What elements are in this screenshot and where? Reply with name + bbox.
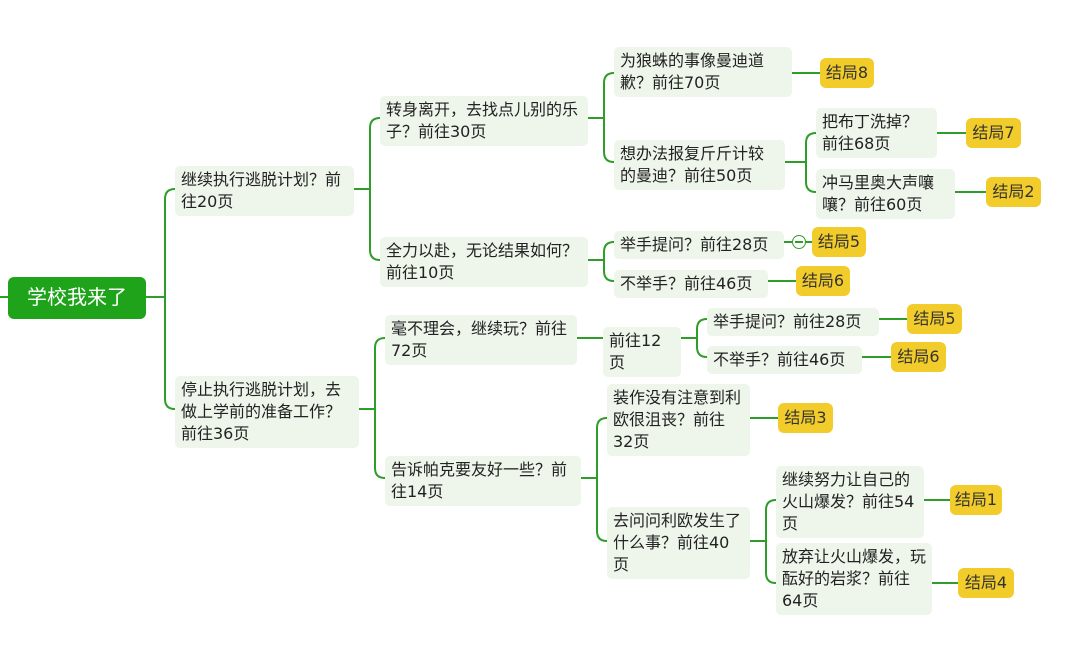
node-walk-away[interactable]: 转身离开，去找点儿别的乐子？前往30页	[380, 96, 588, 146]
node-continue-escape[interactable]: 继续执行逃脱计划？前往20页	[175, 166, 354, 216]
node-wash-pudding[interactable]: 把布丁洗掉？前往68页	[816, 108, 937, 158]
root-node[interactable]: 学校我来了	[8, 277, 146, 319]
ending-5-first[interactable]: 结局5	[812, 227, 866, 257]
ending-3[interactable]: 结局3	[778, 403, 833, 433]
node-revenge-mandy[interactable]: 想办法报复斤斤计较的曼迪？前往50页	[614, 140, 785, 190]
ending-6-first[interactable]: 结局6	[796, 266, 850, 296]
ending-1[interactable]: 结局1	[950, 485, 1002, 515]
node-pretend-not-notice[interactable]: 装作没有注意到利欧很沮丧？前往32页	[607, 384, 750, 456]
node-raise-hand-1[interactable]: 举手提问？前往28页	[614, 231, 784, 259]
node-tell-parker[interactable]: 告诉帕克要友好一些？前往14页	[385, 456, 581, 506]
ending-6-second[interactable]: 结局6	[891, 342, 946, 372]
ending-4[interactable]: 结局4	[958, 568, 1014, 598]
node-ask-leo[interactable]: 去问问利欧发生了什么事？前往40页	[607, 507, 750, 579]
node-raise-hand-2[interactable]: 举手提问？前往28页	[707, 308, 879, 336]
node-keep-volcano[interactable]: 继续努力让自己的火山爆发？前往54页	[776, 466, 924, 538]
node-apologize-mandy[interactable]: 为狼蛛的事像曼迪道歉？前往70页	[614, 47, 792, 97]
node-go-all-out[interactable]: 全力以赴，无论结果如何？前往10页	[380, 237, 588, 287]
ending-7[interactable]: 结局7	[966, 118, 1021, 148]
node-give-up-volcano[interactable]: 放弃让火山爆发，玩酝好的岩浆？前往64页	[776, 543, 932, 615]
node-no-raise-2[interactable]: 不举手？前往46页	[707, 346, 862, 374]
collapse-toggle-icon[interactable]	[792, 235, 806, 249]
ending-2[interactable]: 结局2	[986, 177, 1041, 207]
node-shout-mario[interactable]: 冲马里奥大声嚷嚷？前往60页	[816, 169, 955, 219]
node-ignore-keep-playing[interactable]: 毫不理会，继续玩？前往72页	[385, 315, 577, 365]
ending-5-second[interactable]: 结局5	[907, 304, 962, 334]
ending-8[interactable]: 结局8	[820, 58, 874, 88]
node-goto-12[interactable]: 前往12页	[603, 327, 681, 377]
node-no-raise-1[interactable]: 不举手？前往46页	[614, 270, 768, 298]
node-stop-escape[interactable]: 停止执行逃脱计划，去做上学前的准备工作？前往36页	[175, 376, 359, 448]
